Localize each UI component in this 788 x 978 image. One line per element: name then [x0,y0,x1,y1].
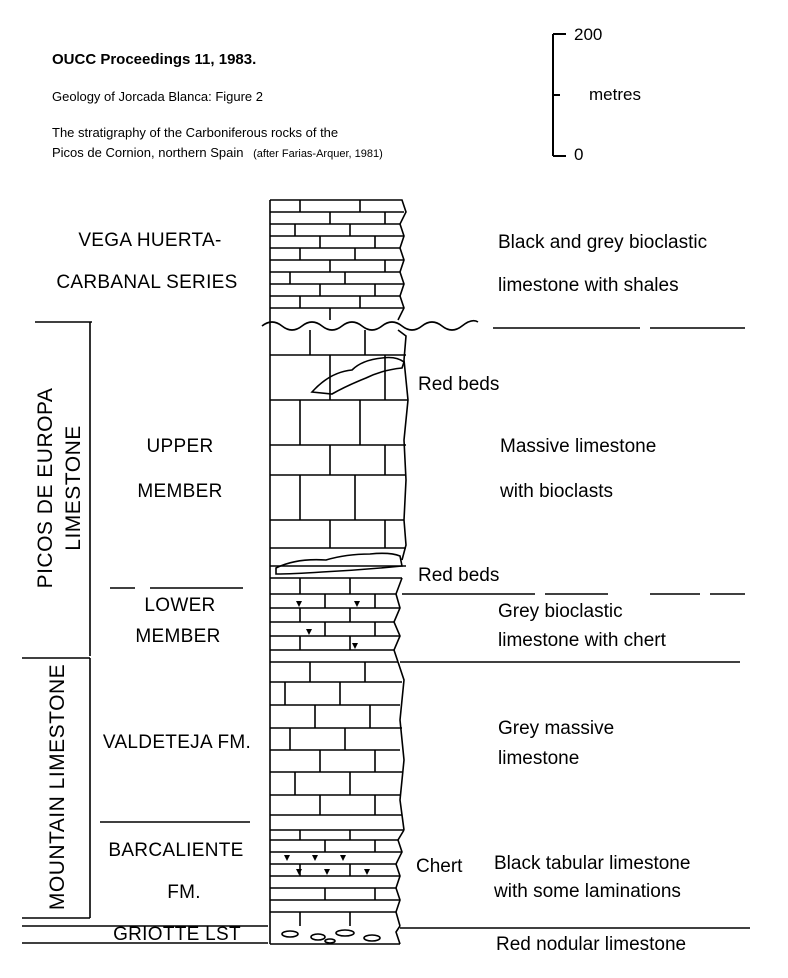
scale-bottom-value: 0 [574,145,583,164]
valdeteja-desc-line2: limestone [498,748,579,769]
griotte-desc: Red nodular limestone [496,934,686,955]
barcaliente-label-line2: FM. [167,882,201,903]
vega-huerta-label-line2: CARBANAL SERIES [56,272,237,293]
picos-group-label-line1: PICOS DE EUROPA [34,388,57,589]
figure-subtitle: Geology of Jorcada Blanca: Figure 2 [52,89,263,104]
mountain-group-bracket [22,657,91,919]
lower-member-desc-line2: limestone with chert [498,630,667,651]
griotte-label: GRIOTTE LST [113,924,241,945]
chert-desc: Chert [416,856,463,877]
vega-huerta-label-line1: VEGA HUERTA- [78,230,221,251]
valdeteja-beds [270,661,405,831]
barcaliente-beds [270,829,405,927]
upper-member-label-line1: UPPER [147,436,214,457]
upper-member-beds [270,329,409,579]
red-beds-lower-desc: Red beds [418,565,499,586]
scale-unit-label: metres [589,85,641,104]
figure-caption-line2: Picos de Cornion, northern Spain (after … [52,145,383,160]
figure-title: OUCC Proceedings 11, 1983. [52,51,256,68]
mountain-group-label: MOUNTAIN LIMESTONE [46,664,69,910]
left-boundaries [22,587,268,944]
picos-group-label-line2: LIMESTONE [62,425,85,550]
lower-member-beds [270,577,403,663]
vega-huerta-desc-line2: limestone with shales [498,275,679,296]
lower-member-label-line2: MEMBER [135,626,220,647]
valdeteja-label: VALDETEJA FM. [103,732,251,753]
right-boundaries [400,327,750,929]
valdeteja-desc-line1: Grey massive [498,718,614,739]
figure-caption-place: Picos de Cornion, northern Spain [52,145,244,160]
scale-top-value: 200 [574,25,602,44]
barcaliente-desc-line2: with some laminations [493,881,681,902]
red-beds-upper-desc: Red beds [418,374,499,395]
griotte-beds [270,925,401,945]
vega-huerta-desc-line1: Black and grey bioclastic [498,232,707,253]
unconformity-line [261,319,479,331]
chert-markers [284,601,370,875]
vega-huerta-beds [270,199,407,321]
scale-bar [552,33,566,157]
upper-member-label-line2: MEMBER [137,481,222,502]
picos-group-bracket [35,321,92,656]
barcaliente-desc-line1: Black tabular limestone [494,853,690,874]
figure-caption-line1: The stratigraphy of the Carboniferous ro… [52,125,338,140]
upper-member-desc-line2: with bioclasts [499,481,613,502]
lithology-column [261,199,479,945]
barcaliente-label-line1: BARCALIENTE [108,840,243,861]
upper-member-desc-line1: Massive limestone [500,436,656,457]
figure-caption-credit: (after Farias-Arquer, 1981) [253,148,383,160]
lower-member-label-line1: LOWER [144,595,215,616]
lower-member-desc-line1: Grey bioclastic [498,601,623,622]
